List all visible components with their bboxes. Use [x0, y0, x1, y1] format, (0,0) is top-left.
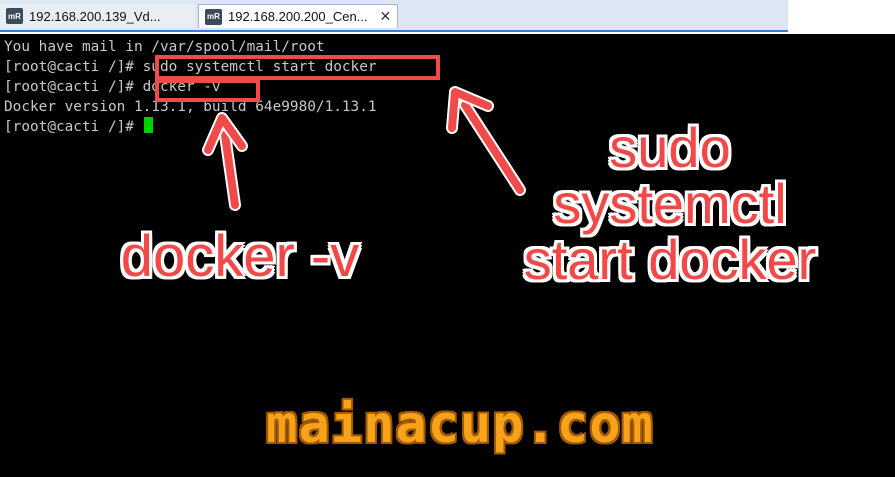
mobaxterm-icon: mR	[205, 8, 222, 25]
annotation-line: sudo	[609, 116, 731, 179]
arrow-up-left-icon-2	[446, 86, 526, 196]
close-icon[interactable]: ✕	[379, 8, 392, 24]
tab-session-139[interactable]: mR 192.168.200.139_Vd...	[0, 4, 195, 28]
tab-bar: mR 192.168.200.139_Vd... mR 192.168.200.…	[0, 0, 895, 34]
watermark-logo: mainacup.com	[266, 395, 654, 455]
terminal-area[interactable]	[0, 34, 788, 477]
tab-session-200[interactable]: mR 192.168.200.200_Cen... ✕	[198, 4, 398, 28]
highlight-box-start-docker	[155, 55, 440, 80]
annotation-line: systemctl	[553, 172, 787, 235]
highlight-box-docker-v	[155, 79, 260, 102]
annotation-docker-v: docker -v	[120, 224, 360, 289]
prompt-text: [root@cacti /]#	[4, 119, 143, 135]
mobaxterm-icon: mR	[6, 8, 23, 24]
annotation-line: start docker	[523, 228, 817, 291]
arrow-up-left-icon	[202, 112, 248, 211]
terminal-line-version: Docker version 1.13.1, build 64e9980/1.1…	[4, 99, 377, 115]
tab-label: 192.168.200.139_Vd...	[29, 8, 161, 24]
annotation-start-docker: sudo systemctl start docker	[490, 120, 850, 288]
terminal-line-mail: You have mail in /var/spool/mail/root	[4, 39, 325, 55]
terminal-edge	[788, 34, 895, 477]
terminal-line-start-docker: [root@cacti /]# sudo systemctl start doc…	[4, 59, 377, 75]
tab-label: 192.168.200.200_Cen...	[228, 9, 368, 24]
terminal-cursor	[143, 117, 153, 133]
terminal-line-prompt[interactable]: [root@cacti /]#	[4, 117, 153, 137]
